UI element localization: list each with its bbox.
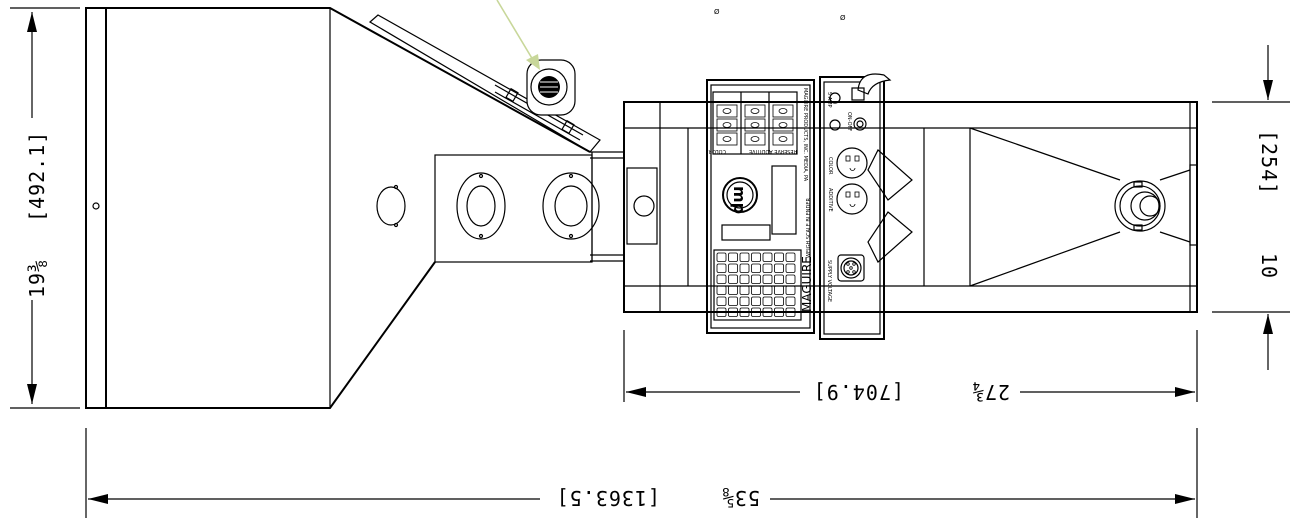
brand-name: MAGUIRE [800, 256, 814, 312]
height-right-mm: [254] [1257, 130, 1281, 195]
display-window [721, 224, 771, 241]
keypad-key[interactable] [774, 285, 784, 295]
keypad-key[interactable] [774, 274, 784, 284]
keypad-key[interactable] [751, 263, 761, 273]
keypad-key[interactable] [739, 274, 750, 284]
keypad-key[interactable] [751, 252, 761, 262]
keypad-key[interactable] [774, 252, 784, 262]
keypad-key[interactable] [716, 274, 727, 284]
width-body-mm: [704.9] [813, 380, 904, 404]
keypad-key[interactable] [739, 263, 750, 273]
keypad-key[interactable] [716, 307, 727, 317]
keypad-key[interactable] [762, 252, 773, 262]
outlet-color[interactable] [836, 147, 868, 179]
phi-mark-1: Ø [714, 8, 720, 16]
model-name: WEIGH SCALE BLENDER [806, 197, 812, 258]
keypad-key[interactable] [716, 263, 727, 273]
keypad-key[interactable] [785, 252, 796, 262]
label-outlet-color: COLOR [827, 157, 833, 175]
keypad-key[interactable] [739, 285, 750, 295]
label-connector: SUPPLY VOLTAGE [826, 260, 832, 302]
keypad-key[interactable] [739, 296, 750, 306]
keypad-key[interactable] [728, 307, 738, 317]
dimension-height-left: [492.1] 19⅜ [10, 7, 80, 409]
keypad-key[interactable] [728, 263, 738, 273]
keypad-key[interactable] [762, 285, 773, 295]
height-right-inch: 10 [1257, 253, 1281, 279]
keypad-key[interactable] [728, 285, 738, 295]
electrical-box: 5 AMP ON-OFF COLOR ADDITIVE [819, 73, 892, 340]
height-left-mm: [492.1] [25, 131, 49, 222]
keypad-key[interactable] [785, 307, 796, 317]
keypad-key[interactable] [739, 307, 750, 317]
keypad-key[interactable] [716, 296, 727, 306]
port-medium-2 [542, 172, 600, 240]
keypad-key[interactable] [728, 274, 738, 284]
svg-text:mp: mp [730, 186, 749, 214]
keypad-key[interactable] [716, 285, 727, 295]
height-left-inch: 19⅜ [25, 259, 49, 298]
keypad-key[interactable] [728, 296, 738, 306]
keypad[interactable] [713, 249, 802, 321]
hopper [85, 7, 591, 409]
outlet-additive[interactable] [836, 183, 868, 215]
power-switch[interactable] [853, 117, 867, 131]
keypad-key[interactable] [762, 296, 773, 306]
leader-arrow [496, 0, 540, 70]
label-color: COLOR [708, 148, 726, 154]
label-switch: ON-OFF [846, 112, 852, 131]
keypad-key[interactable] [785, 274, 796, 284]
keypad-key[interactable] [762, 307, 773, 317]
keypad-key[interactable] [751, 307, 761, 317]
label-maker: MAGUIRE PRODUCTS, INC. MEDIA, PA [802, 88, 808, 182]
label-reserve-additive: RESERVE ADDITIVE [749, 148, 797, 154]
control-panel: COLOR RESERVE ADDITIVE MAGUIRE PRODUCTS,… [706, 79, 815, 334]
label-outlet-additive: ADDITIVE [827, 188, 833, 212]
width-total-mm: [1363.5] [556, 486, 660, 510]
keypad-key[interactable] [751, 274, 761, 284]
keypad-key[interactable] [716, 252, 727, 262]
dimension-height-right: [254] 10 [1212, 45, 1290, 370]
width-total-inch: 53⅝ [721, 486, 760, 510]
keypad-key[interactable] [774, 263, 784, 273]
keypad-key[interactable] [785, 296, 796, 306]
maguire-logo-icon: mp [722, 177, 758, 214]
port-medium-1 [456, 172, 506, 240]
feed-throat [434, 151, 625, 263]
dimension-width-total: [1363.5] 53⅝ [85, 428, 1198, 518]
supply-connector[interactable] [837, 254, 865, 282]
keypad-key[interactable] [751, 285, 761, 295]
fuse-2 [829, 119, 841, 131]
fuse-1 [829, 92, 841, 104]
keypad-key[interactable] [728, 252, 738, 262]
keypad-key[interactable] [751, 296, 761, 306]
width-body-inch: 27¾ [971, 380, 1010, 404]
keypad-key[interactable] [785, 263, 796, 273]
keypad-key[interactable] [774, 307, 784, 317]
keypad-key[interactable] [762, 274, 773, 284]
label-amp: 5 AMP [826, 92, 832, 108]
keypad-key[interactable] [774, 296, 784, 306]
motor-unit [526, 59, 576, 116]
dimension-width-body: [704.9] 27¾ [623, 330, 1198, 404]
port-small [376, 186, 406, 226]
keypad-key[interactable] [739, 252, 750, 262]
keypad-key[interactable] [785, 285, 796, 295]
main-frame [623, 101, 1198, 313]
keypad-key[interactable] [762, 263, 773, 273]
phi-mark-2: Ø [840, 14, 846, 22]
